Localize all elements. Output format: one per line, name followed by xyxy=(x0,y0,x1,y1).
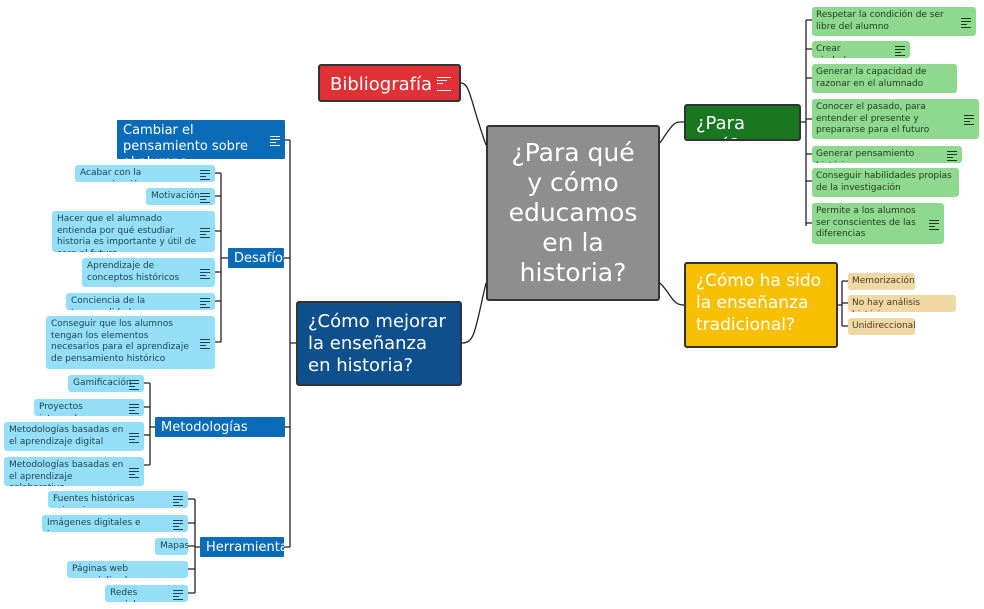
desafios-item-label: Aprendizaje de conceptos históricos xyxy=(87,261,180,283)
para-que-item-label: Conocer el pasado, para entender el pres… xyxy=(816,102,930,135)
notes-icon[interactable] xyxy=(895,45,905,56)
metodologias-item-label: Metodologías basadas en el aprendizaje d… xyxy=(9,425,124,447)
tradicional-item[interactable]: Unidireccional xyxy=(848,318,915,335)
notes-icon[interactable] xyxy=(200,227,210,238)
para-que-item-label: Generar la capacidad de razonar en el al… xyxy=(816,67,927,89)
desafios-item-label: Hacer que el alumnado entienda por qué e… xyxy=(57,214,196,252)
para-que-item[interactable]: Generar pensamiento histórico xyxy=(812,146,962,163)
metodologias-label: Metodologías activas xyxy=(161,420,248,437)
para-que-item-label: Permite a los alumnos ser conscientes de… xyxy=(816,206,916,239)
notes-icon[interactable] xyxy=(200,297,210,308)
notes-icon[interactable] xyxy=(437,77,451,91)
desafios-item[interactable]: Hacer que el alumnado entienda por qué e… xyxy=(52,211,215,252)
metodologias-item[interactable]: Gamificación xyxy=(68,375,144,392)
desafios-item[interactable]: Conciencia de la temporalidad xyxy=(66,293,215,310)
metodologias-item[interactable]: Metodologías basadas en el aprendizaje d… xyxy=(4,422,144,451)
desafios-item-label: Motivación xyxy=(151,191,200,201)
notes-icon[interactable] xyxy=(173,519,183,530)
tradicional-item[interactable]: No hay análisis histórico xyxy=(848,295,956,312)
herramientas-item-label: Imágenes digitales e impresas xyxy=(47,518,141,532)
tradicional-item-label: Memorización xyxy=(852,276,915,286)
notes-icon[interactable] xyxy=(947,150,957,161)
cambiar-pensamiento-topic[interactable]: Cambiar el pensamiento sobre el alumno xyxy=(117,120,285,159)
bibliografia-label: Bibliografía xyxy=(330,74,433,95)
metodologias-topic[interactable]: Metodologías activas xyxy=(155,417,285,437)
notes-icon[interactable] xyxy=(200,268,210,279)
desafios-item-label: Acabar con la memorización xyxy=(80,168,144,182)
para-que-label: ¿Para qué? xyxy=(696,113,746,139)
desafios-item[interactable]: Conseguir que los alumnos tengan los ele… xyxy=(46,316,215,369)
herramientas-item-label: Páginas web especializadas xyxy=(72,564,138,578)
para-que-item-label: Respetar la condición de ser libre del a… xyxy=(816,10,944,32)
para-que-item[interactable]: Generar la capacidad de razonar en el al… xyxy=(812,64,957,93)
desafios-item-label: Conseguir que los alumnos tengan los ele… xyxy=(51,319,189,364)
metodologias-item-label: Proyectos integrados xyxy=(39,402,87,416)
herramientas-item-label: Redes sociales xyxy=(110,588,146,602)
notes-icon[interactable] xyxy=(200,169,210,180)
desafios-item[interactable]: Aprendizaje de conceptos históricos xyxy=(82,258,215,287)
para-que-item[interactable]: Conocer el pasado, para entender el pres… xyxy=(812,99,979,139)
desafios-item-label: Conciencia de la temporalidad xyxy=(71,296,146,310)
notes-icon[interactable] xyxy=(173,589,183,600)
tradicional-item[interactable]: Memorización xyxy=(848,273,915,290)
notes-icon[interactable] xyxy=(929,219,939,230)
herramientas-item-label: Fuentes históricas primarias xyxy=(53,494,135,508)
para-que-item-label: Generar pensamiento histórico xyxy=(816,149,915,163)
notes-icon[interactable] xyxy=(129,432,139,443)
desafios-topic[interactable]: Desafíos xyxy=(228,248,284,268)
notes-icon[interactable] xyxy=(961,17,971,28)
para-que-item-label: Crear ciudadanos xyxy=(816,44,868,58)
herramientas-label: Herramientas xyxy=(206,540,284,555)
herramientas-item[interactable]: Redes sociales xyxy=(105,585,188,602)
central-topic-text: ¿Para qué y cómo educamos en la historia… xyxy=(508,138,638,287)
notes-icon[interactable] xyxy=(129,403,139,414)
notes-icon[interactable] xyxy=(173,495,183,506)
metodologias-item[interactable]: Proyectos integrados xyxy=(34,399,144,416)
herramientas-topic[interactable]: Herramientas xyxy=(200,537,284,557)
metodologias-item[interactable]: Metodologías basadas en el aprendizaje c… xyxy=(4,457,144,486)
mejorar-topic[interactable]: ¿Cómo mejorar la enseñanza en historia? xyxy=(296,301,462,386)
para-que-item-label: Conseguir habilidades propias de la inve… xyxy=(816,171,952,193)
para-que-item[interactable]: Conseguir habilidades propias de la inve… xyxy=(812,168,959,197)
notes-icon[interactable] xyxy=(129,467,139,478)
notes-icon[interactable] xyxy=(200,338,210,349)
tradicional-item-label: Unidireccional xyxy=(852,321,915,331)
para-que-item[interactable]: Permite a los alumnos ser conscientes de… xyxy=(812,203,944,244)
central-topic[interactable]: ¿Para qué y cómo educamos en la historia… xyxy=(486,125,660,301)
para-que-item[interactable]: Respetar la condición de ser libre del a… xyxy=(812,7,976,36)
tradicional-label: ¿Cómo ha sido la enseñanza tradicional? xyxy=(696,271,822,335)
herramientas-item-label: Mapas xyxy=(160,541,188,551)
metodologias-item-label: Gamificación xyxy=(73,378,132,388)
mejorar-label: ¿Cómo mejorar la enseñanza en historia? xyxy=(308,311,446,376)
tradicional-item-label: No hay análisis histórico xyxy=(852,298,921,312)
para-que-item[interactable]: Crear ciudadanos xyxy=(812,41,910,58)
tradicional-topic[interactable]: ¿Cómo ha sido la enseñanza tradicional? xyxy=(684,262,838,348)
bibliografia-topic[interactable]: Bibliografía xyxy=(318,64,461,102)
desafios-item[interactable]: Motivación xyxy=(146,188,215,205)
notes-icon[interactable] xyxy=(270,135,280,146)
cambiar-pensamiento-label: Cambiar el pensamiento sobre el alumno xyxy=(123,123,248,159)
para-que-topic[interactable]: ¿Para qué? xyxy=(684,104,801,141)
herramientas-item[interactable]: Fuentes históricas primarias xyxy=(48,491,188,508)
notes-icon[interactable] xyxy=(200,192,210,203)
herramientas-item[interactable]: Páginas web especializadas xyxy=(67,561,188,578)
notes-icon[interactable] xyxy=(964,115,974,125)
herramientas-item[interactable]: Imágenes digitales e impresas xyxy=(42,515,188,532)
metodologias-item-label: Metodologías basadas en el aprendizaje c… xyxy=(9,460,124,486)
desafios-label: Desafíos xyxy=(234,251,284,266)
notes-icon[interactable] xyxy=(129,379,139,390)
desafios-item[interactable]: Acabar con la memorización xyxy=(75,165,215,182)
herramientas-item[interactable]: Mapas xyxy=(155,538,188,555)
